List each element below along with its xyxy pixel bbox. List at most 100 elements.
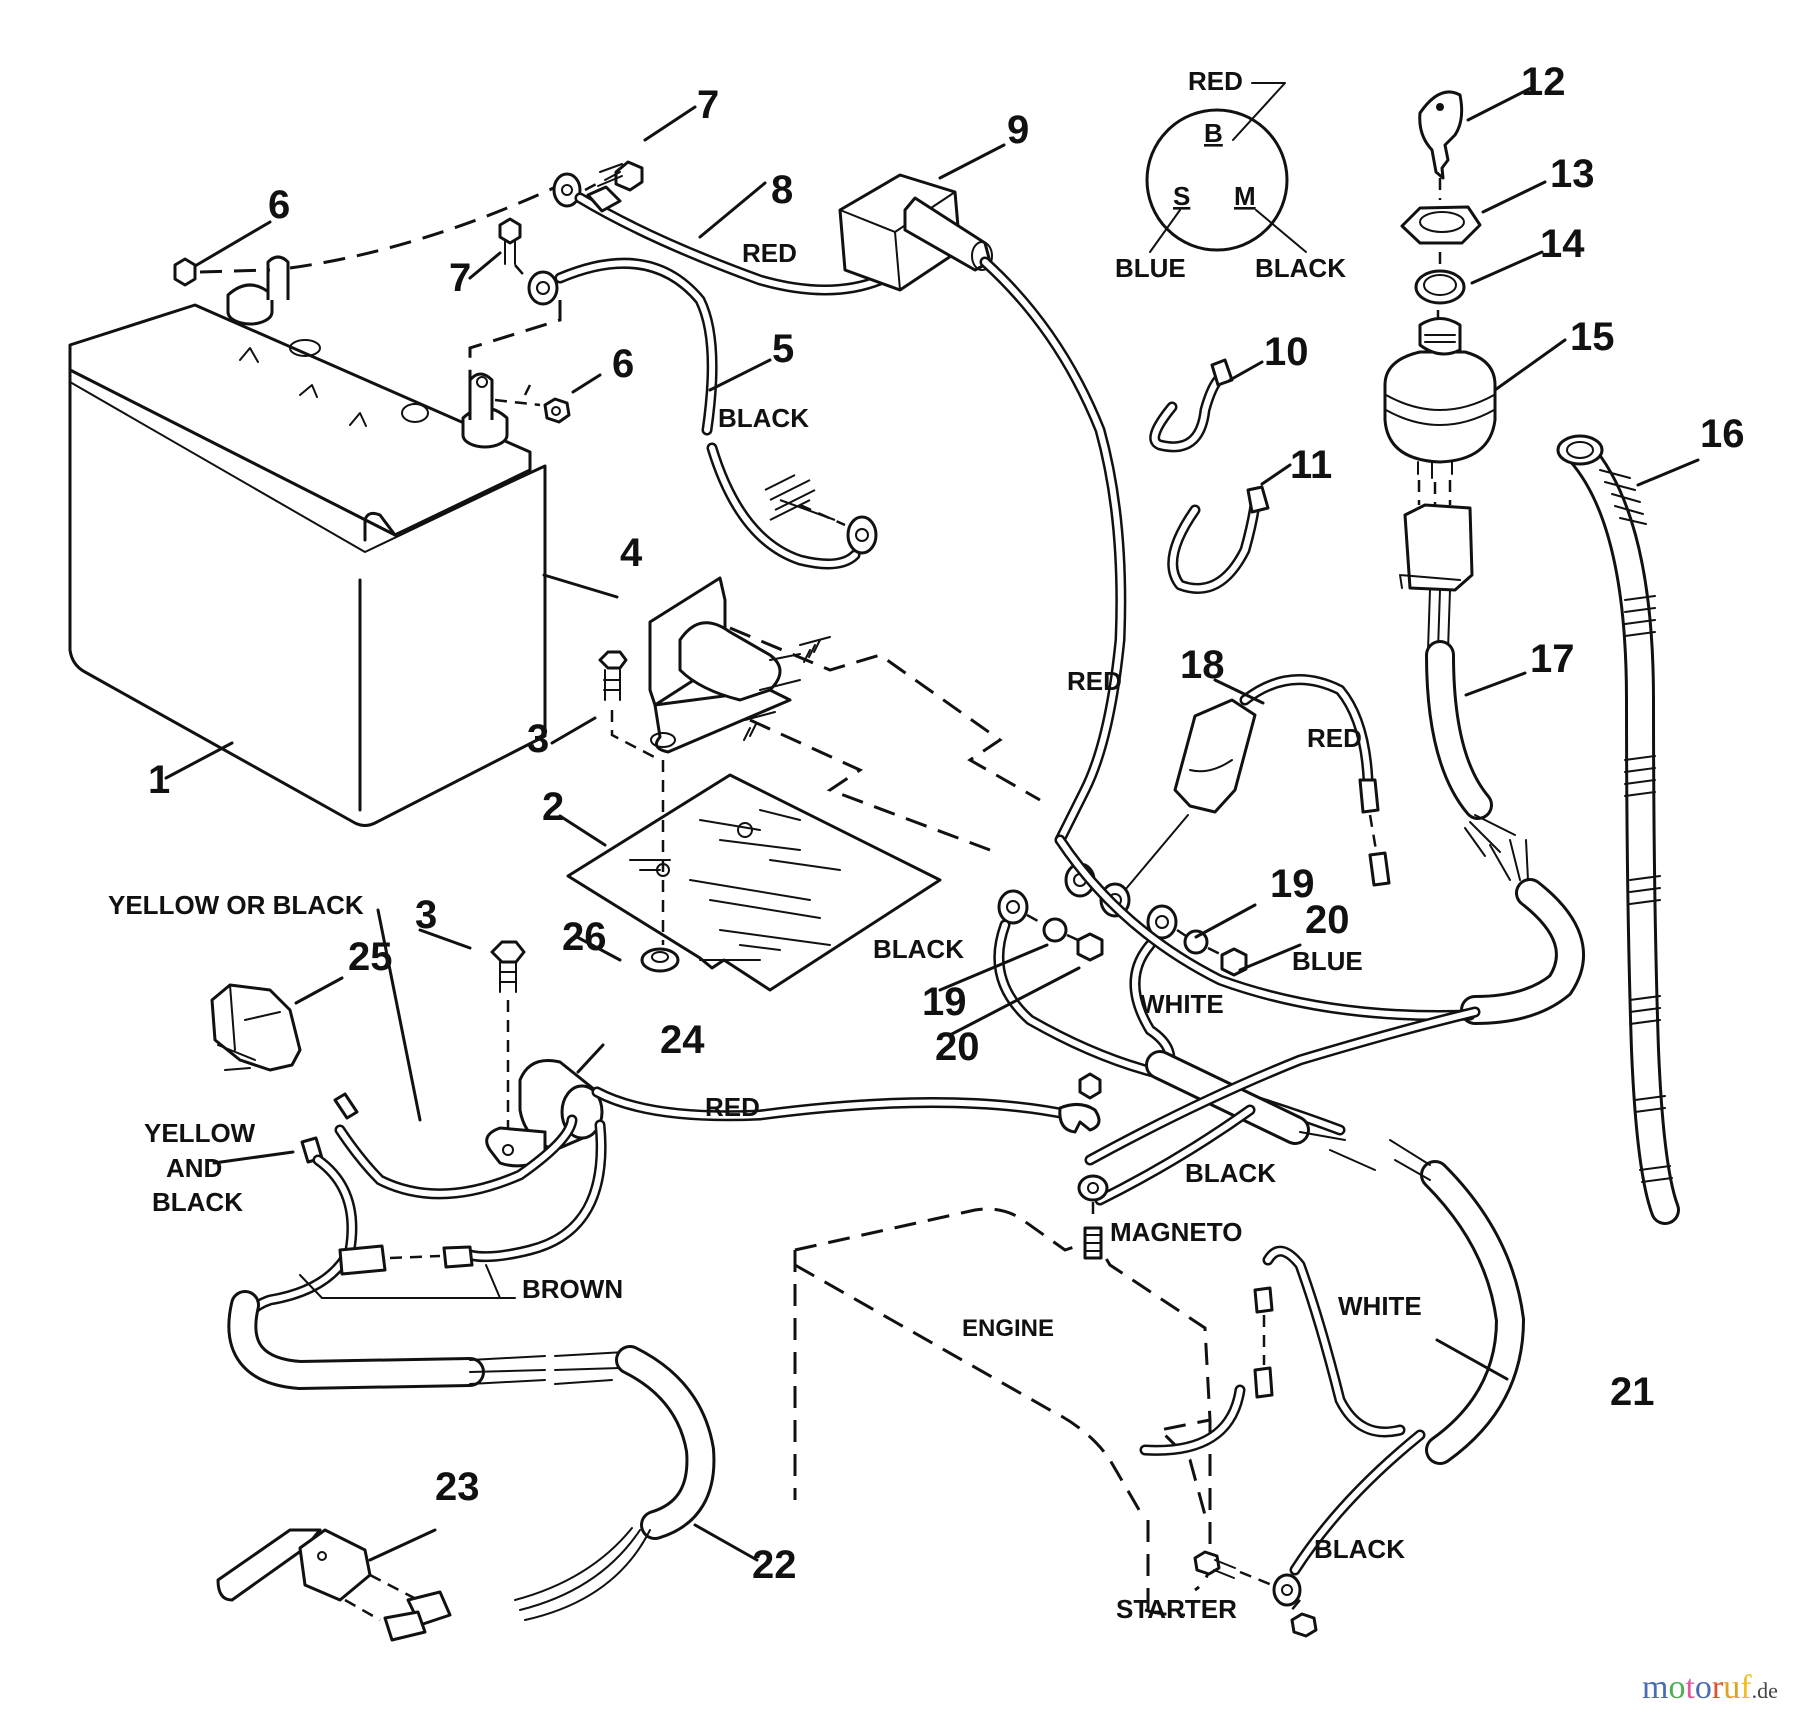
- wire-label-yellow: YELLOW: [144, 1118, 256, 1148]
- solenoid-boot-9: [838, 173, 1127, 846]
- cable-5-black: [554, 257, 878, 570]
- connector-25: [210, 983, 302, 1072]
- wire-label-red-fuse: RED: [1307, 723, 1362, 753]
- callout-13: 13: [1550, 152, 1595, 196]
- wire-labels: RED BLACK RED RED BLACK WHITE BLUE YELLO…: [108, 238, 1422, 1564]
- watermark-letter: t: [1685, 1669, 1695, 1706]
- callout-14: 14: [1540, 222, 1585, 266]
- wiring-harness-17: [1425, 589, 1585, 1025]
- component-labels: ENGINE MAGNETO STARTER: [962, 1217, 1242, 1624]
- callout-22: 22: [752, 1543, 797, 1587]
- tube-ribs: [1599, 469, 1673, 1183]
- wire-label-red-solenoid: RED: [1067, 666, 1122, 696]
- switch-wire-b-label: RED: [1188, 66, 1243, 96]
- callout-25: 25: [348, 935, 393, 979]
- callout-4: 4: [620, 531, 643, 575]
- magneto-label: MAGNETO: [1110, 1217, 1242, 1247]
- watermark-suffix: .de: [1752, 1678, 1778, 1703]
- watermark-letter: f: [1740, 1669, 1752, 1706]
- callout-20-left: 20: [935, 1025, 980, 1069]
- callout-7-upper: 7: [697, 83, 719, 127]
- wire-label-red-rectifier: RED: [705, 1092, 760, 1122]
- watermark-letter: o: [1668, 1669, 1685, 1706]
- wire-label-and: AND: [166, 1153, 222, 1183]
- washer-26: [640, 947, 680, 973]
- callout-12: 12: [1521, 60, 1566, 104]
- callout-8: 8: [771, 168, 793, 212]
- battery-hardware: [173, 160, 644, 424]
- wire-label-black-ground: BLACK: [873, 934, 964, 964]
- lock-washer-14: [1414, 269, 1466, 330]
- callout-3-upper: 3: [527, 717, 549, 761]
- interlock-switch-23: [216, 1528, 452, 1642]
- corrugated-tube-16: [1556, 434, 1680, 1225]
- callout-numbers: 1 2 3 3 4 5 6 6 7 7 8 9 10 11 12 13 14 1…: [148, 60, 1745, 1587]
- callout-17: 17: [1530, 637, 1575, 681]
- callout-26: 26: [562, 915, 607, 959]
- solenoid-4: [648, 576, 831, 754]
- wire-label-black-5: BLACK: [718, 403, 809, 433]
- switch-terminal-schematic: B S M RED BLUE BLACK: [1115, 66, 1346, 283]
- wire-label-red-8: RED: [742, 238, 797, 268]
- watermark-letter: r: [1712, 1669, 1724, 1706]
- engine-outline: [793, 1207, 1246, 1620]
- magneto-stud: [1077, 1104, 1256, 1260]
- callout-10: 10: [1264, 330, 1309, 374]
- wire-label-blue-switch: BLUE: [1292, 946, 1363, 976]
- callout-6-upper: 6: [268, 183, 290, 227]
- terminal-hardware-19-20: [997, 889, 1248, 977]
- watermark-letter: u: [1723, 1669, 1740, 1706]
- main-harness-21: [993, 834, 1526, 1465]
- wire-label-black-yellow: BLACK: [152, 1187, 243, 1217]
- wire-label-white-switch: WHITE: [1140, 989, 1224, 1019]
- callout-7-lower: 7: [449, 256, 471, 300]
- callout-20-right: 20: [1305, 898, 1350, 942]
- callout-9: 9: [1007, 108, 1029, 152]
- ignition-switch-15: [1383, 317, 1497, 592]
- wire-tie-10: [1149, 358, 1234, 453]
- callout-23: 23: [435, 1465, 480, 1509]
- engine-label: ENGINE: [962, 1315, 1054, 1342]
- brown-connector: [299, 1244, 516, 1299]
- switch-wire-m-label: BLACK: [1255, 253, 1346, 283]
- watermark-letter: m: [1642, 1669, 1668, 1706]
- nut-13: [1400, 205, 1482, 268]
- bolt-3-lower: [490, 940, 526, 1150]
- terminal-m-label: M: [1234, 181, 1256, 211]
- callout-24: 24: [660, 1018, 705, 1062]
- starter-terminal: [1193, 1245, 1426, 1638]
- key-12: [1418, 90, 1464, 200]
- callout-18: 18: [1180, 643, 1225, 687]
- wire-label-black-starter: BLACK: [1314, 1534, 1405, 1564]
- watermark-letter: o: [1695, 1669, 1712, 1706]
- callout-19-left: 19: [922, 980, 967, 1024]
- harness-22: [227, 1290, 716, 1621]
- callout-3-lower: 3: [415, 893, 437, 937]
- cable-8-red: [574, 185, 886, 296]
- callout-15: 15: [1570, 315, 1615, 359]
- terminal-b-label: B: [1204, 118, 1223, 148]
- battery: [68, 255, 547, 827]
- callout-16: 16: [1700, 412, 1745, 456]
- switch-wire-s-label: BLUE: [1115, 253, 1186, 283]
- callout-1: 1: [148, 758, 170, 802]
- callout-5: 5: [772, 327, 794, 371]
- rectifier-24: [333, 1059, 1102, 1263]
- callout-6-right: 6: [612, 342, 634, 386]
- leader-lines: [164, 86, 1700, 1562]
- callout-19-right: 19: [1270, 862, 1315, 906]
- wire-tie-11: [1167, 485, 1270, 594]
- wire-label-white-starter: WHITE: [1338, 1291, 1422, 1321]
- bolt-3-upper: [598, 650, 661, 762]
- starter-label: STARTER: [1116, 1594, 1237, 1624]
- wire-label-yellow-or-black: YELLOW OR BLACK: [108, 890, 364, 920]
- callout-21: 21: [1610, 1370, 1655, 1414]
- terminal-s-label: S: [1173, 181, 1190, 211]
- heat-shield-plate-2: [566, 626, 1041, 992]
- wire-label-brown: BROWN: [522, 1274, 623, 1304]
- wire-label-black-magneto: BLACK: [1185, 1158, 1276, 1188]
- callout-2: 2: [542, 785, 564, 829]
- watermark: motoruf.de: [1642, 1669, 1778, 1706]
- callout-11: 11: [1290, 443, 1332, 487]
